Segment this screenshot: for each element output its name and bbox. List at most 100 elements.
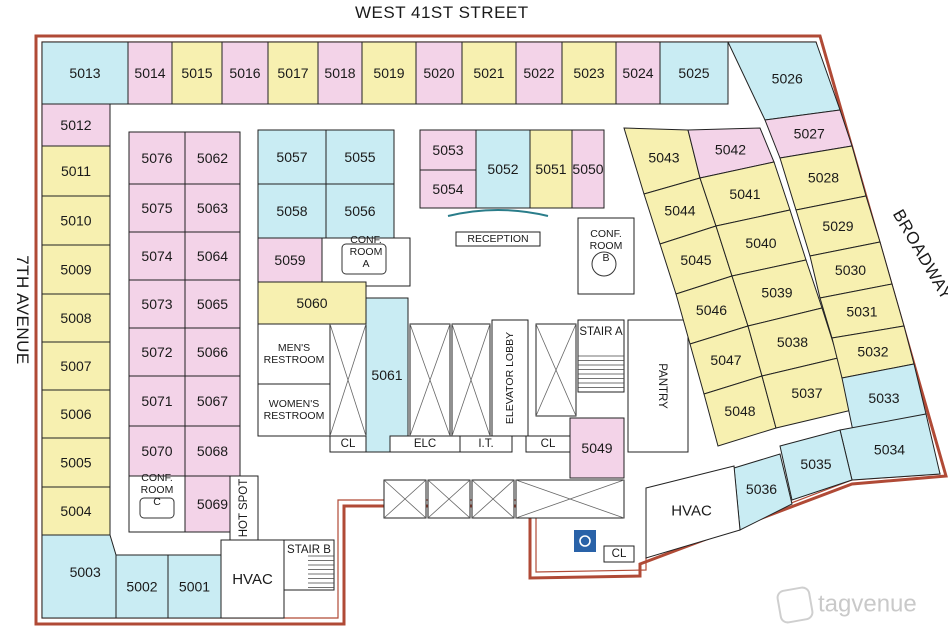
room-label-5046: 5046 bbox=[696, 302, 727, 318]
room-label-5037: 5037 bbox=[791, 385, 822, 401]
room-label-cl: CL bbox=[612, 548, 627, 560]
room-label-5065: 5065 bbox=[197, 296, 228, 312]
elevator-2-cross-b bbox=[451, 323, 491, 437]
shaft-left-cross-b bbox=[329, 323, 367, 437]
room-label-5054: 5054 bbox=[432, 181, 463, 197]
room-label-5030: 5030 bbox=[835, 262, 866, 278]
room-label-5067: 5067 bbox=[197, 393, 228, 409]
room-5049-shape bbox=[569, 417, 625, 479]
room-label-5076: 5076 bbox=[141, 150, 172, 166]
room-label-5053: 5053 bbox=[432, 142, 463, 158]
room-label-5071: 5071 bbox=[141, 393, 172, 409]
conf-b-table bbox=[591, 251, 617, 277]
room-label-5073: 5073 bbox=[141, 296, 172, 312]
room-label-5039: 5039 bbox=[761, 285, 792, 301]
room-label-i-t: I.T. bbox=[478, 438, 493, 450]
watermark-text: tagvenue bbox=[818, 590, 917, 618]
room-label-5003: 5003 bbox=[70, 564, 101, 580]
room-label-cl: CL bbox=[541, 438, 556, 450]
room-label-5062: 5062 bbox=[197, 150, 228, 166]
room-label-5018: 5018 bbox=[324, 65, 355, 81]
room-label-5063: 5063 bbox=[197, 200, 228, 216]
room-label-5012: 5012 bbox=[60, 117, 91, 133]
room-label-5017: 5017 bbox=[277, 65, 308, 81]
room-label-5022: 5022 bbox=[523, 65, 554, 81]
room-label-5050: 5050 bbox=[572, 161, 603, 177]
room-label-5040: 5040 bbox=[745, 235, 776, 251]
room-label-hvac: HVAC bbox=[232, 571, 273, 588]
room-reception-shape bbox=[455, 231, 541, 247]
room-label-5044: 5044 bbox=[664, 203, 695, 219]
room-label-5019: 5019 bbox=[373, 65, 404, 81]
conf-a-table bbox=[341, 243, 387, 275]
room-label-5026: 5026 bbox=[772, 71, 803, 87]
street-label-top: WEST 41ST STREET bbox=[355, 3, 529, 22]
room-label-5011: 5011 bbox=[61, 163, 91, 179]
room-label-5047: 5047 bbox=[710, 352, 741, 368]
room-cl-shape bbox=[603, 545, 635, 563]
room-label-5072: 5072 bbox=[141, 344, 172, 360]
room-label-5052: 5052 bbox=[487, 161, 518, 177]
room-label-5009: 5009 bbox=[60, 262, 91, 278]
elevator-4-cross-b bbox=[383, 479, 427, 519]
room-label-hvac: HVAC bbox=[671, 502, 712, 519]
room-label-reception: RECEPTION bbox=[467, 233, 528, 245]
room-label-5001: 5001 bbox=[179, 579, 210, 595]
room-label-5014: 5014 bbox=[134, 65, 165, 81]
room-label-5068: 5068 bbox=[197, 443, 228, 459]
room-label-5021: 5021 bbox=[473, 65, 504, 81]
room-label-stair-b: STAIR B bbox=[287, 544, 331, 556]
room-pantry-shape bbox=[627, 319, 689, 453]
room-label-5059: 5059 bbox=[274, 252, 305, 268]
room-label-hot-spot: HOT SPOT bbox=[238, 479, 250, 538]
room-label-5007: 5007 bbox=[60, 358, 91, 374]
room-label-5027: 5027 bbox=[794, 126, 825, 142]
elevator-1-cross-b bbox=[409, 323, 451, 437]
elevator-5-cross-b bbox=[427, 479, 471, 519]
room-label-5051: 5051 bbox=[535, 161, 566, 177]
room-label-5024: 5024 bbox=[622, 65, 653, 81]
room-label-5043: 5043 bbox=[648, 150, 679, 166]
room-label-5016: 5016 bbox=[229, 65, 260, 81]
fixture-layer bbox=[139, 209, 625, 588]
room-label-5005: 5005 bbox=[60, 455, 91, 471]
room-label-5004: 5004 bbox=[60, 503, 91, 519]
room-label-5060: 5060 bbox=[296, 295, 327, 311]
room-label-5002: 5002 bbox=[126, 579, 157, 595]
room-label-5064: 5064 bbox=[197, 248, 228, 264]
elevator-3-cross-b bbox=[535, 323, 577, 417]
wheelchair-icon-wheel bbox=[579, 535, 591, 547]
room-label-5058: 5058 bbox=[276, 203, 307, 219]
room-hvac-shape bbox=[645, 465, 741, 559]
room-label-elc: ELC bbox=[414, 438, 436, 450]
tagvenue-logo-icon bbox=[775, 585, 815, 625]
room-label-5035: 5035 bbox=[800, 456, 831, 472]
freight-shaft-cross-b bbox=[515, 479, 625, 519]
room-label-5048: 5048 bbox=[724, 403, 755, 419]
room-hot-spot-shape bbox=[229, 475, 259, 541]
room-hvac-shape bbox=[220, 539, 285, 619]
room-label-5028: 5028 bbox=[808, 170, 839, 186]
room-label-5032: 5032 bbox=[857, 344, 888, 360]
room-label-elevator-lobby: ELEVATOR LOBBY bbox=[504, 332, 516, 424]
room-label-5055: 5055 bbox=[344, 149, 375, 165]
room-5050-shape bbox=[571, 129, 605, 209]
watermark: tagvenue bbox=[775, 585, 917, 625]
elevator-6-cross-b bbox=[471, 479, 515, 519]
room-label-5020: 5020 bbox=[423, 65, 454, 81]
room-label-5066: 5066 bbox=[197, 344, 228, 360]
room-label-pantry: PANTRY bbox=[656, 363, 668, 409]
room-label-5070: 5070 bbox=[141, 443, 172, 459]
conf-c-table bbox=[139, 497, 175, 519]
room-label-5013: 5013 bbox=[69, 65, 100, 81]
room-label-stair-a: STAIR A bbox=[579, 326, 623, 338]
room-5035-shape bbox=[779, 429, 853, 501]
reception-desk bbox=[447, 209, 549, 217]
